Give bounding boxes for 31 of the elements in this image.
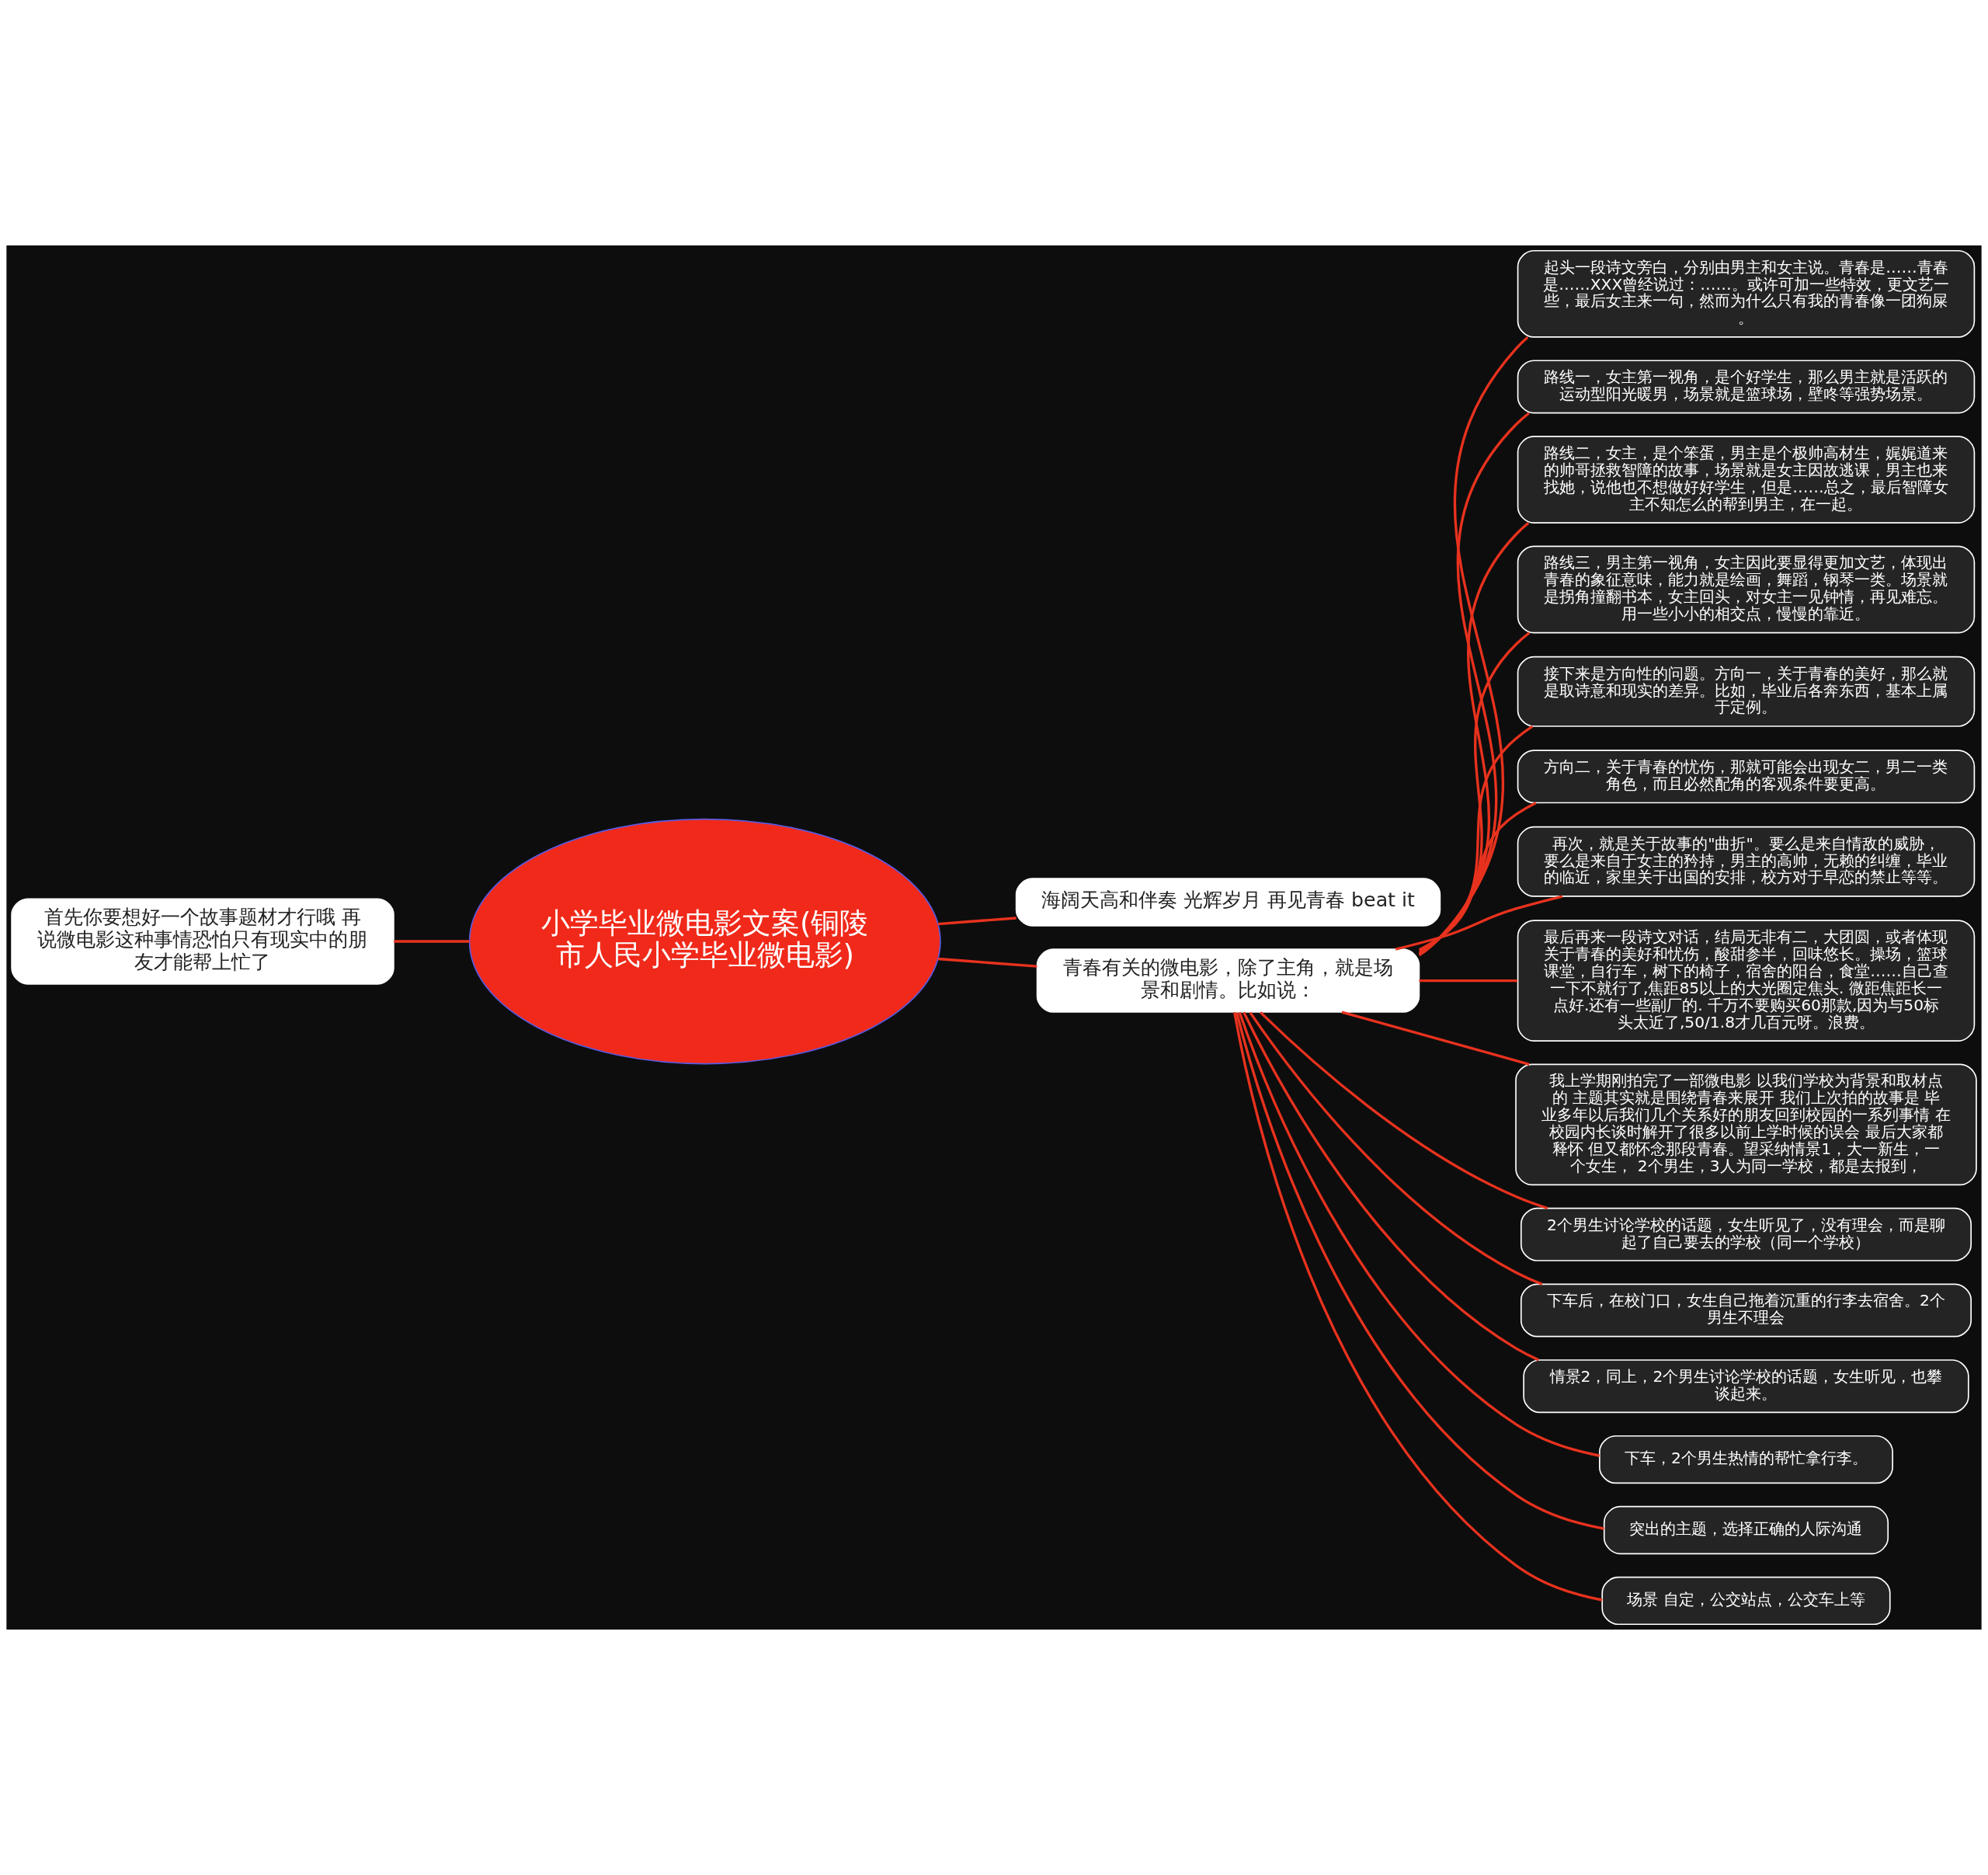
node-box: 路线二，女主，是个笨蛋，男主是个极帅高材生，娓娓道来的帅哥拯救智障的故事，场景就是女主因故逃课，男主也来找她，说他也不想做好好学生，但是……总之，最后智障女主不知怎么的帮到男主，在一起。 <box>1517 436 1976 524</box>
connector <box>937 917 1017 926</box>
node-ellipse: 小学毕业微电影文案(铜陵市人民小学毕业微电影) <box>468 818 941 1065</box>
node-box: 最后再来一段诗文对话，结局无非有二，大团圆，或者体现关于青春的美好和忧伤，酸甜参半，回味悠长。操场，篮球课堂，自行车，树下的椅子，宿舍的阳台，食堂……自己查一下不就行了,焦距85以上的大光圈定焦头. 微距焦距长一点好.还有一些副厂的. 千万不要购买60那款,因为与50标头太近了,50/1.8才几百元呀。浪费。 <box>1517 920 1976 1042</box>
connector <box>1418 522 1530 956</box>
connector <box>394 940 470 943</box>
connector <box>1238 1011 1600 1457</box>
node-box: 下车，2个男生热情的帮忙拿行李。 <box>1599 1435 1893 1484</box>
node-box: 再次，就是关于故事的"曲折"。要么是来自情敌的威胁，要么是来自于女主的矜持，男主的高帅，无赖的纠缠，毕业的临近，家里关于出国的安排，校方对于早恋的禁止等等。 <box>1517 826 1976 897</box>
connector <box>1242 1011 1540 1362</box>
node-box: 我上学期刚拍完了一部微电影 以我们学校为背景和取材点的 主题其实就是围绕青春来展开 我们上次拍的故事是 毕业多年以后我们几个关系好的朋友回到校园的一系列事情 在校园内长谈时解开了很多以前上学时候的误会 最后大家都释怀 但又都怀念那段青春。望采纳情景1，大一新生，一个女生， 2个男生，3人为同一学校，都是去报到， <box>1515 1063 1977 1186</box>
node-box: 起头一段诗文旁白，分别由男主和女主说。青春是……青春是……XXX曾经说过：……。或许可加一些特效，更文艺一些，最后女主来一句，然而为什么只有我的青春像一团狗屎。 <box>1517 249 1976 338</box>
connector <box>1249 1011 1543 1285</box>
connector <box>1418 802 1537 951</box>
node-box: 场景 自定，公交站点，公交车上等 <box>1601 1576 1891 1626</box>
node-box: 2个男生讨论学校的话题，女生听见了，没有理会，而是聊起了自己要去的学校（同一个学校） <box>1520 1207 1972 1261</box>
node-box: 下车后，在校门口，女生自己拖着沉重的行李去宿舍。2个男生不理会 <box>1520 1283 1972 1338</box>
node-box: 突出的主题，选择正确的人际沟通 <box>1603 1505 1889 1555</box>
node-box: 方向二，关于青春的忧伤，那就可能会出现女二，男二一类角色，而且必然配角的客观条件要更高。 <box>1517 750 1976 804</box>
node-box: 首先你要想好一个故事题材才行哦 再说微电影这种事情恐怕只有现实中的朋友才能帮上忙了 <box>11 898 394 985</box>
connector <box>1418 631 1531 955</box>
node-box: 接下来是方向性的问题。方向一，关于青春的美好，那么就是取诗意和现实的差异。比如，毕业后各奔东西，基本上属于定例。 <box>1517 656 1976 727</box>
node-box: 海阔天高和伴奏 光辉岁月 再见青春 beat it <box>1015 878 1441 927</box>
node-box: 情景2，同上，2个男生讨论学校的话题，女生听见，也攀谈起来。 <box>1523 1359 1969 1414</box>
connector <box>937 957 1037 968</box>
node-box: 路线三，男主第一视角，女主因此要显得更加文艺，体现出青春的象征意味，能力就是绘画，舞蹈，钢琴一类。场景就是拐角撞翻书本，女主回头，对女主一见钟情，再见难忘。用一些小小的相交点，慢慢的靠近。 <box>1517 545 1976 634</box>
connector <box>1419 979 1518 983</box>
connector <box>1419 725 1534 954</box>
node-box: 路线一，女主第一视角，是个好学生，那么男主就是活跃的运动型阳光暖男，场景就是篮球场，壁咚等强势场景。 <box>1517 360 1976 414</box>
connector <box>1341 1011 1530 1066</box>
node-box: 青春有关的微电影，除了主角，就是场景和剧情。比如说： <box>1036 948 1420 1013</box>
